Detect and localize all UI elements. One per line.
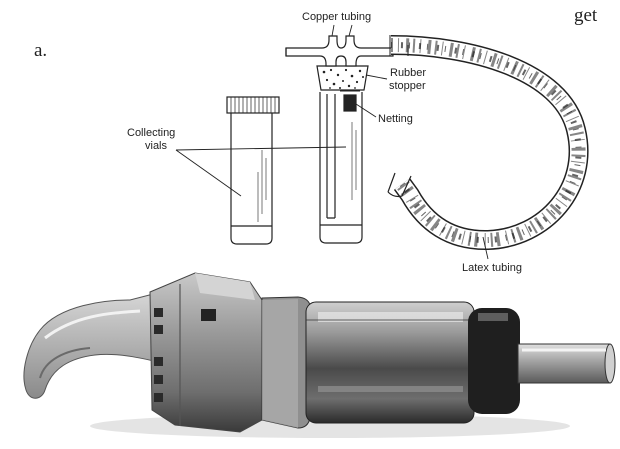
- latex-tubing: [387, 35, 589, 251]
- vacuum-handle: [23, 290, 181, 399]
- panel-a-letter: a.: [34, 40, 47, 61]
- copper-tubing: [285, 35, 394, 67]
- label-rubber-stopper-line1: Rubber: [390, 67, 426, 79]
- label-collecting-vials-line2: vials: [145, 140, 168, 152]
- label-netting: Netting: [378, 113, 413, 125]
- diagram-labels: Copper tubing Rubber stopper Netting Col…: [127, 11, 522, 274]
- rubber-stopper: [316, 65, 369, 112]
- text-fragment-top: get: [574, 5, 598, 26]
- netting: [343, 94, 357, 112]
- vacuum-end-cap: [468, 308, 520, 414]
- vacuum-vents: [154, 308, 163, 402]
- aspirator-diagram: [175, 24, 589, 260]
- leader-lines: [175, 24, 489, 260]
- label-latex-tubing: Latex tubing: [462, 262, 522, 274]
- collecting-vial-right: [319, 92, 363, 244]
- label-rubber-stopper-line2: stopper: [389, 80, 426, 92]
- collecting-vial-left: [226, 96, 280, 245]
- vacuum-photo: [23, 272, 616, 438]
- label-copper-tubing: Copper tubing: [302, 11, 371, 23]
- label-collecting-vials-line1: Collecting: [127, 127, 175, 139]
- vacuum-switch: [201, 309, 216, 321]
